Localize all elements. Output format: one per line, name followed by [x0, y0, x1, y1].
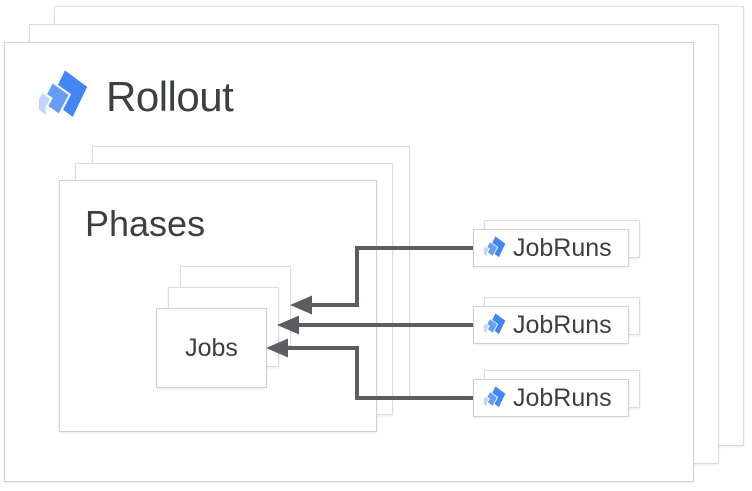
rollout-header: Rollout — [35, 67, 234, 128]
jobruns-card-1: JobRuns — [473, 229, 629, 267]
jobruns-label: JobRuns — [513, 383, 612, 412]
cloud-deploy-logo-icon — [482, 385, 506, 408]
jobruns-label: JobRuns — [513, 310, 612, 339]
rollout-title: Rollout — [106, 73, 234, 121]
cloud-deploy-logo-icon — [482, 312, 506, 335]
cloud-deploy-logo-icon — [482, 235, 506, 258]
jobs-label: Jobs — [185, 333, 238, 362]
jobruns-card-3: JobRuns — [473, 379, 629, 417]
jobs-card: Jobs — [156, 308, 267, 388]
jobruns-label: JobRuns — [513, 233, 612, 262]
jobruns-card-2: JobRuns — [473, 306, 629, 344]
cloud-deploy-logo-icon — [36, 70, 88, 119]
phases-title: Phases — [85, 203, 206, 244]
